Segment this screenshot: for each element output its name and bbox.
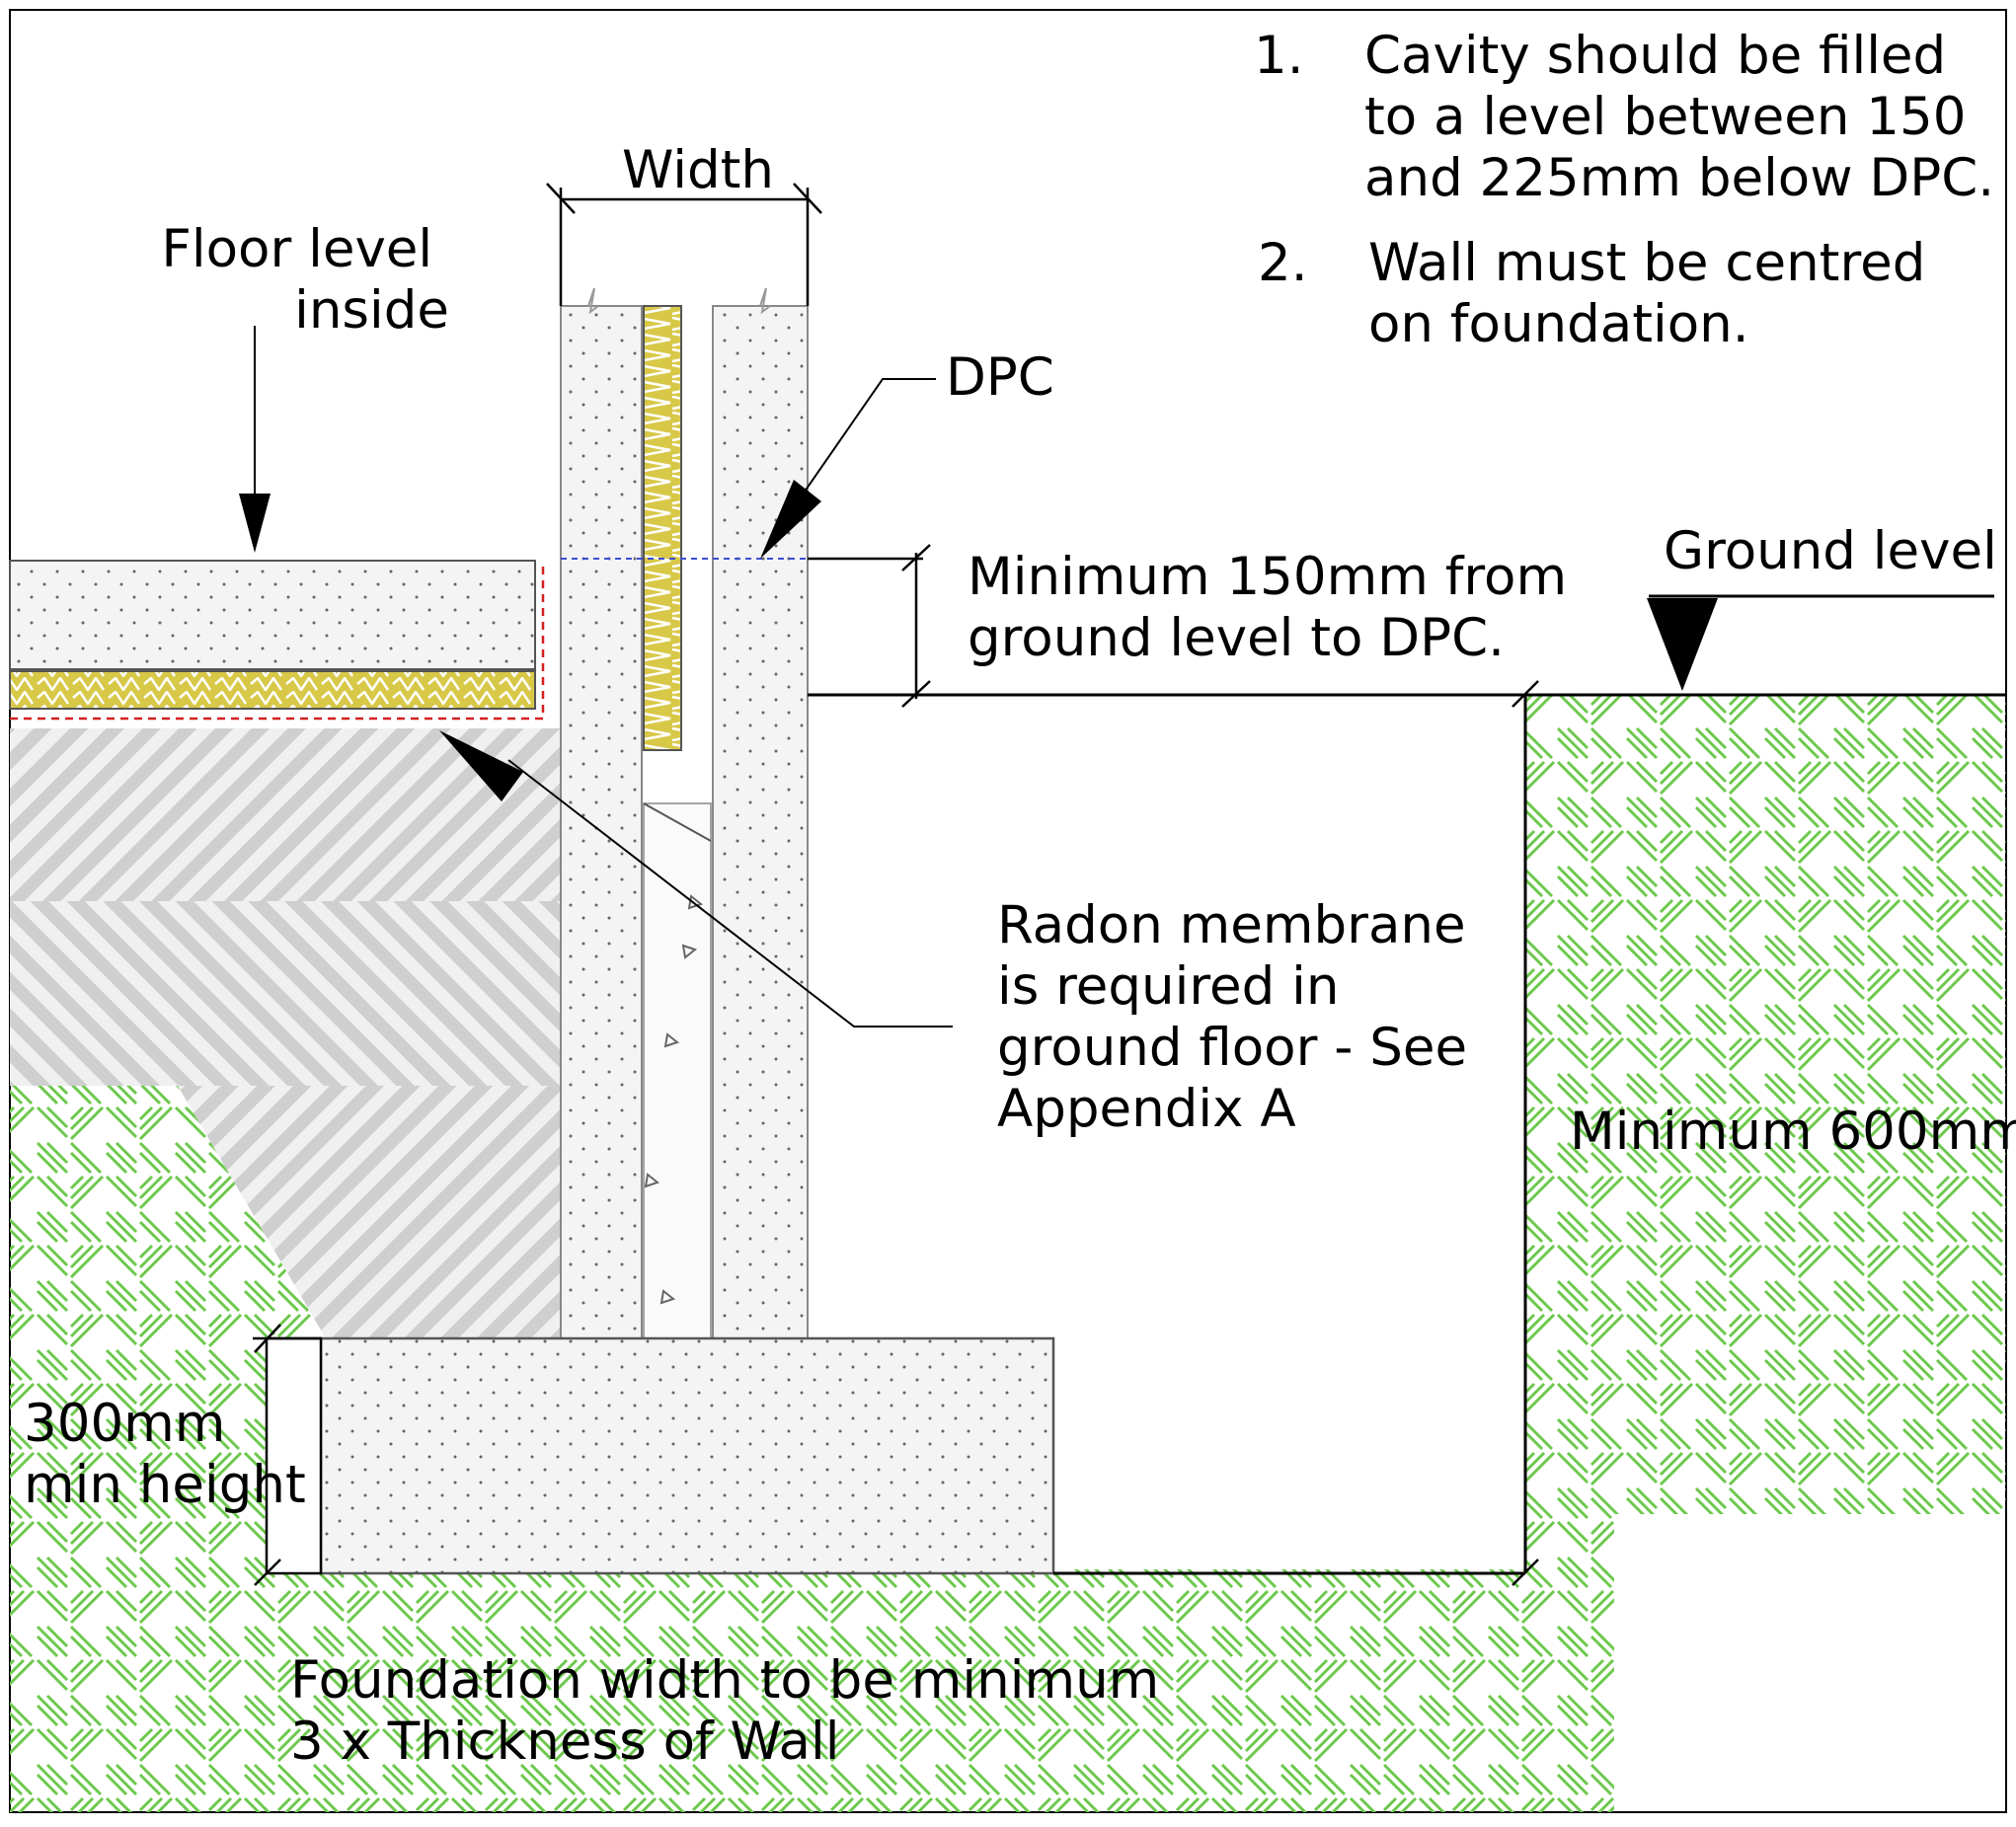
cavity-wall <box>560 287 809 1339</box>
trench-outline <box>808 594 2006 1575</box>
dpc-label: DPC <box>946 347 1054 408</box>
foundation-width-note: Foundation width to be minimum 3 x Thick… <box>290 1650 1176 1772</box>
cavity-insulation <box>643 305 682 751</box>
floor-insulation <box>9 670 536 710</box>
notes-list: 1. Cavity should be filled to a level be… <box>1254 26 1994 354</box>
note-1-text: Cavity should be filled to a level betwe… <box>1364 26 1994 208</box>
ground-level-marker <box>1647 598 1718 691</box>
note-1-number: 1. <box>1254 26 1304 86</box>
dpc-arrow <box>760 480 821 559</box>
cavity-fill <box>643 802 712 1339</box>
radon-note: Radon membrane is required in ground flo… <box>997 895 1484 1139</box>
floor-level-arrow <box>239 494 271 553</box>
inner-leaf <box>560 305 643 1339</box>
arrowheads <box>239 480 1718 801</box>
outer-leaf <box>712 305 809 1339</box>
hardcore-fill <box>10 728 561 1338</box>
width-label: Width <box>622 140 774 200</box>
leader-lines <box>254 326 953 1028</box>
foundation-height-dimension <box>253 1324 321 1586</box>
radon-arrow <box>439 730 523 801</box>
min-depth-label: Minimum 600mm <box>1570 1102 2016 1162</box>
dpc-height-dimension <box>808 544 931 708</box>
ground-soil <box>10 695 2006 1812</box>
note-2-number: 2. <box>1258 233 1308 293</box>
radon-membrane-line <box>10 561 545 721</box>
foundation <box>265 1336 1055 1575</box>
floor-level-label: Floor level inside <box>161 219 449 341</box>
ground-level-label: Ground level <box>1664 521 1997 581</box>
note-2-text: Wall must be centred on foundation. <box>1368 233 1942 354</box>
dpc-height-note: Minimum 150mm from ground level to DPC. <box>968 547 1584 668</box>
floor-slab <box>9 560 545 721</box>
width-dimension <box>546 183 822 306</box>
foundation-height-label: 300mm min height <box>24 1394 306 1515</box>
